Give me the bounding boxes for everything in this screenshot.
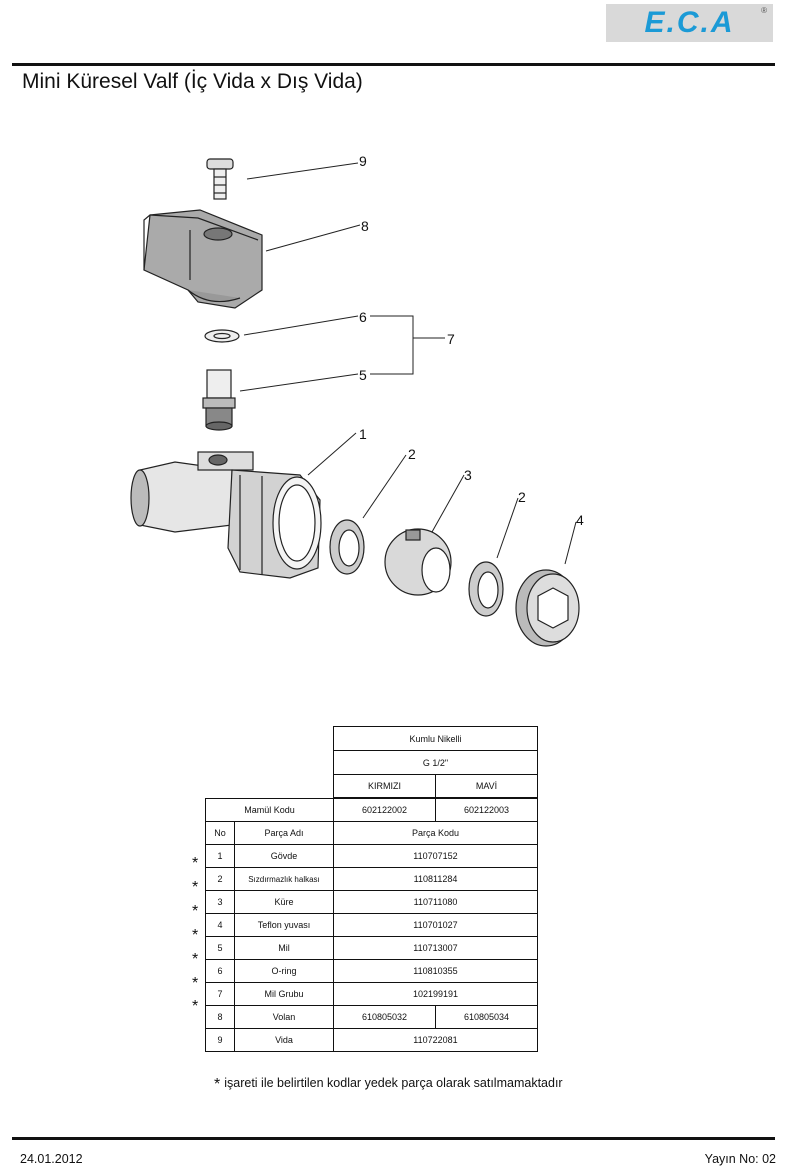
page-title: Mini Küresel Valf (İç Vida x Dış Vida) bbox=[22, 70, 363, 93]
row-code: 110810355 bbox=[333, 959, 538, 983]
callout-7: 7 bbox=[447, 331, 455, 347]
not-sold-mark: * bbox=[192, 927, 199, 944]
row-code: 110707152 bbox=[333, 844, 538, 868]
callout-4: 4 bbox=[576, 512, 584, 528]
row-name: Mil Grubu bbox=[234, 982, 334, 1006]
parts-table: Mamül Kodu 602122002 602122003 No Parça … bbox=[205, 798, 538, 1052]
part-handle bbox=[143, 209, 263, 309]
row-code: 110711080 bbox=[333, 890, 538, 914]
not-sold-mark: * bbox=[192, 998, 199, 1015]
row-name: Vida bbox=[234, 1028, 334, 1052]
table-row: 6 O-ring 110810355 bbox=[205, 959, 538, 983]
exploded-view-diagram: 9 8 6 7 5 1 2 3 2 4 bbox=[130, 153, 584, 647]
row-no: 1 bbox=[205, 844, 235, 868]
callout-6: 6 bbox=[359, 309, 367, 325]
product-code-label: Mamül Kodu bbox=[205, 798, 334, 822]
table-row: 4 Teflon yuvası 110701027 bbox=[205, 913, 538, 937]
row-code: 110811284 bbox=[333, 867, 538, 891]
row-code: 110722081 bbox=[333, 1028, 538, 1052]
callout-9: 9 bbox=[359, 153, 367, 169]
col-header-part-code: Parça Kodu bbox=[333, 821, 538, 845]
row-no: 4 bbox=[205, 913, 235, 937]
col-header-part-name: Parça Adı bbox=[234, 821, 334, 845]
footer-date: 24.01.2012 bbox=[20, 1152, 83, 1166]
product-code-blue: 602122003 bbox=[435, 798, 538, 822]
row-name: O-ring bbox=[234, 959, 334, 983]
row-name: Volan bbox=[234, 1005, 334, 1029]
col-header-no: No bbox=[205, 821, 235, 845]
row-no: 3 bbox=[205, 890, 235, 914]
table-row: 3 Küre 110711080 bbox=[205, 890, 538, 914]
part-seal-right bbox=[468, 561, 504, 617]
part-ball bbox=[384, 528, 452, 596]
finish-cell: Kumlu Nikelli bbox=[332, 726, 539, 751]
table-row: 5 Mil 110713007 bbox=[205, 936, 538, 960]
callout-2a: 2 bbox=[408, 446, 416, 462]
row-code: 110701027 bbox=[333, 913, 538, 937]
row-name: Mil bbox=[234, 936, 334, 960]
row-no: 7 bbox=[205, 982, 235, 1006]
product-code-red: 602122002 bbox=[333, 798, 436, 822]
not-sold-mark: * bbox=[192, 855, 199, 872]
callout-3: 3 bbox=[464, 467, 472, 483]
variant-red: KIRMIZI bbox=[333, 774, 436, 798]
row-no: 8 bbox=[205, 1005, 235, 1029]
row-name: Gövde bbox=[234, 844, 334, 868]
table-row: 2 Sızdırmazlık halkası 110811284 bbox=[205, 867, 538, 891]
part-stem bbox=[202, 369, 236, 431]
variant-header-table: Kumlu Nikelli G 1/2" KIRMIZI MAVİ bbox=[332, 726, 539, 798]
logo-text: E.C.A bbox=[644, 6, 735, 39]
callout-2b: 2 bbox=[518, 489, 526, 505]
part-teflon-seat bbox=[515, 569, 580, 647]
row-code: 110713007 bbox=[333, 936, 538, 960]
row-code-red: 610805032 bbox=[333, 1005, 436, 1029]
row-no: 9 bbox=[205, 1028, 235, 1052]
part-body bbox=[130, 451, 322, 579]
not-sold-mark: * bbox=[192, 951, 199, 968]
row-name: Teflon yuvası bbox=[234, 913, 334, 937]
callout-8: 8 bbox=[361, 218, 369, 234]
footer-rule bbox=[12, 1137, 775, 1140]
row-no: 5 bbox=[205, 936, 235, 960]
table-row: 9 Vida 110722081 bbox=[205, 1028, 538, 1052]
row-name: Küre bbox=[234, 890, 334, 914]
footer-edition: Yayın No: 02 bbox=[704, 1152, 776, 1166]
not-sold-mark: * bbox=[192, 975, 199, 992]
part-seal-left bbox=[329, 519, 365, 575]
footnote-mark: * bbox=[214, 1076, 221, 1093]
eca-logo: E.C.A ® bbox=[606, 4, 773, 42]
header-rule bbox=[12, 63, 775, 66]
not-sold-mark: * bbox=[192, 903, 199, 920]
part-screw bbox=[206, 158, 234, 200]
table-row: 8 Volan 610805032 610805034 bbox=[205, 1005, 538, 1029]
row-code-blue: 610805034 bbox=[435, 1005, 538, 1029]
callout-5: 5 bbox=[359, 367, 367, 383]
table-row: 7 Mil Grubu 102199191 bbox=[205, 982, 538, 1006]
part-oring bbox=[204, 329, 240, 343]
row-name: Sızdırmazlık halkası bbox=[234, 867, 334, 891]
size-cell: G 1/2" bbox=[332, 750, 539, 775]
table-row: 1 Gövde 110707152 bbox=[205, 844, 538, 868]
footnote: *işareti ile belirtilen kodlar yedek par… bbox=[214, 1076, 563, 1094]
row-no: 2 bbox=[205, 867, 235, 891]
registered-mark: ® bbox=[761, 6, 767, 15]
variant-blue: MAVİ bbox=[434, 774, 539, 798]
leader-lines bbox=[239, 162, 577, 565]
row-no: 6 bbox=[205, 959, 235, 983]
callout-1: 1 bbox=[359, 426, 367, 442]
footnote-text: işareti ile belirtilen kodlar yedek parç… bbox=[224, 1076, 563, 1090]
row-code: 102199191 bbox=[333, 982, 538, 1006]
not-sold-mark: * bbox=[192, 879, 199, 896]
